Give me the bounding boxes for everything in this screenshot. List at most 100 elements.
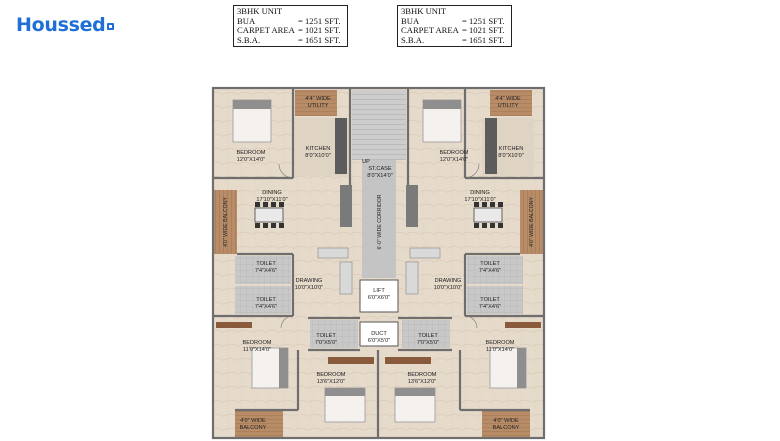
room-size: 13'6"X12'0" (408, 379, 437, 385)
duct-shaft (359, 321, 399, 347)
spec-row: S.B.A.= 1651 SFT. (237, 35, 344, 46)
dining-table-icon (254, 202, 284, 228)
wardrobe-bot-right (385, 357, 431, 364)
wardrobe-right (505, 322, 541, 328)
room-name: BEDROOM (237, 150, 266, 156)
room-name: BEDROOM (243, 340, 272, 346)
spec-row: BUA = 1251 SFT. (237, 15, 344, 27)
toilet-c-right (402, 320, 450, 348)
spec-value: = 1251 SFT. (298, 15, 341, 26)
kitchen-counter-icon (335, 118, 347, 174)
brand-logo: Houssed (16, 14, 114, 36)
room-size: 7'4"X4'6" (479, 268, 501, 274)
room-name: BEDROOM (408, 372, 437, 378)
room-name: TOILET (480, 297, 500, 303)
room-name: UTILITY (308, 103, 329, 109)
bed-icon (422, 99, 462, 143)
room-name: TOILET (256, 261, 276, 267)
room-name: 4'4" WIDE (305, 96, 331, 102)
room-size: 8'0"X14'0" (367, 173, 392, 179)
sofa-icon (405, 185, 441, 295)
bed-icon (394, 387, 436, 423)
spec-key: S.B.A. (401, 34, 425, 45)
room-size: 7'4"X4'6" (255, 268, 277, 274)
room-name: KITCHEN (499, 146, 524, 152)
room-size: 8'0"X10'0" (498, 153, 523, 159)
room-size: 7'0"X5'0" (315, 340, 337, 346)
spec-title: 3BHK UNIT (401, 6, 447, 16)
spec-row: BUA = 1251 SFT. (401, 15, 508, 27)
room-name: ST.CASE (368, 166, 392, 172)
room-size: 6'0"X5'0" (368, 338, 390, 344)
utility-right (490, 90, 532, 116)
spec-key: CARPET AREA (401, 25, 459, 36)
wardrobe-bot-left (328, 357, 374, 364)
brand-name: Houssed (16, 14, 106, 36)
room-name: 4'4" WIDE (495, 96, 521, 102)
room-name: DRAWING (296, 278, 323, 284)
room-name: TOILET (480, 261, 500, 267)
spec-value: = 1651 SFT. (462, 34, 505, 45)
bed-icon (324, 387, 366, 423)
room-size: 8'0"X10'0" (305, 153, 330, 159)
room-size: 7'4"X4'6" (255, 304, 277, 310)
bed-icon (489, 347, 527, 389)
balcony-bottom-right (482, 410, 530, 438)
spec-value: = 1021 SFT. (462, 25, 505, 36)
toilet-a-left (235, 256, 291, 284)
toilet-c-left (310, 320, 358, 348)
room-name: DUCT (371, 331, 387, 337)
room-size: 12'0"X14'0" (440, 157, 469, 163)
room-size: 7'4"X4'6" (479, 304, 501, 310)
spec-row: CARPET AREA= 1021 SFT. (401, 26, 508, 36)
room-name: 4'0" WIDE BALCONY (223, 197, 229, 247)
room-size: 6'0"X6'0" (368, 295, 390, 301)
home-icon (106, 23, 114, 30)
room-name: 4'0" WIDE BALCONY (529, 197, 535, 247)
staircase (352, 90, 406, 160)
spec-row: S.B.A. = 1651 SFT. (401, 34, 508, 46)
room-name: UTILITY (498, 103, 519, 109)
room-size: 11'0"X14'0" (486, 347, 514, 353)
room-name: 4'0" WIDE (493, 418, 519, 424)
lift-shaft (359, 279, 399, 313)
balcony-side-right (520, 190, 544, 254)
spec-card-left: 3BHK UNIT BUA= 1251 SFT. CARPET AREA= 10… (233, 5, 348, 47)
room-name: BEDROOM (317, 372, 346, 378)
room-size: 11'0"X14'0" (243, 347, 271, 353)
room-name: KITCHEN (306, 146, 331, 152)
room-name: TOILET (316, 333, 336, 339)
spec-key: CARPET AREA (237, 25, 295, 36)
room-size: 10'0"X10'0" (434, 285, 463, 291)
bed-icon (232, 99, 272, 143)
toilet-b-left (235, 286, 291, 314)
room-size: 12'0"X14'0" (237, 157, 266, 163)
room-name: BEDROOM (486, 340, 515, 346)
balcony-side-left (213, 190, 237, 254)
spec-key: BUA (237, 15, 256, 26)
room-name: BEDROOM (440, 150, 469, 156)
room-size: 13'6"X12'0" (317, 379, 346, 385)
room-name: DINING (262, 190, 282, 196)
wardrobe-left (216, 322, 252, 328)
room-size: 17'10"X11'0" (464, 197, 495, 203)
room-name: TOILET (256, 297, 276, 303)
spec-card-right: 3BHK UNIT BUA = 1251 SFT. CARPET AREA= 10… (397, 5, 512, 47)
spec-key: BUA (401, 15, 420, 26)
room-name: DINING (470, 190, 490, 196)
room-name: 4'0" WIDE (240, 418, 266, 424)
spec-row: CARPET AREA= 1021 SFT. (237, 26, 344, 36)
kitchen-counter-icon (485, 118, 497, 174)
door-icon (278, 163, 480, 329)
dining-table-icon (473, 202, 503, 228)
bed-icon (251, 347, 289, 389)
spec-value: = 1251 SFT. (462, 15, 505, 26)
walls (211, 86, 546, 440)
room-size: 7'0"X5'0" (417, 340, 439, 346)
room-size: 17'10"X11'0" (256, 197, 287, 203)
sofa-icon (317, 185, 353, 295)
room-name: TOILET (418, 333, 438, 339)
room-name: BALCONY (240, 425, 267, 431)
room-name: LIFT (373, 288, 385, 294)
